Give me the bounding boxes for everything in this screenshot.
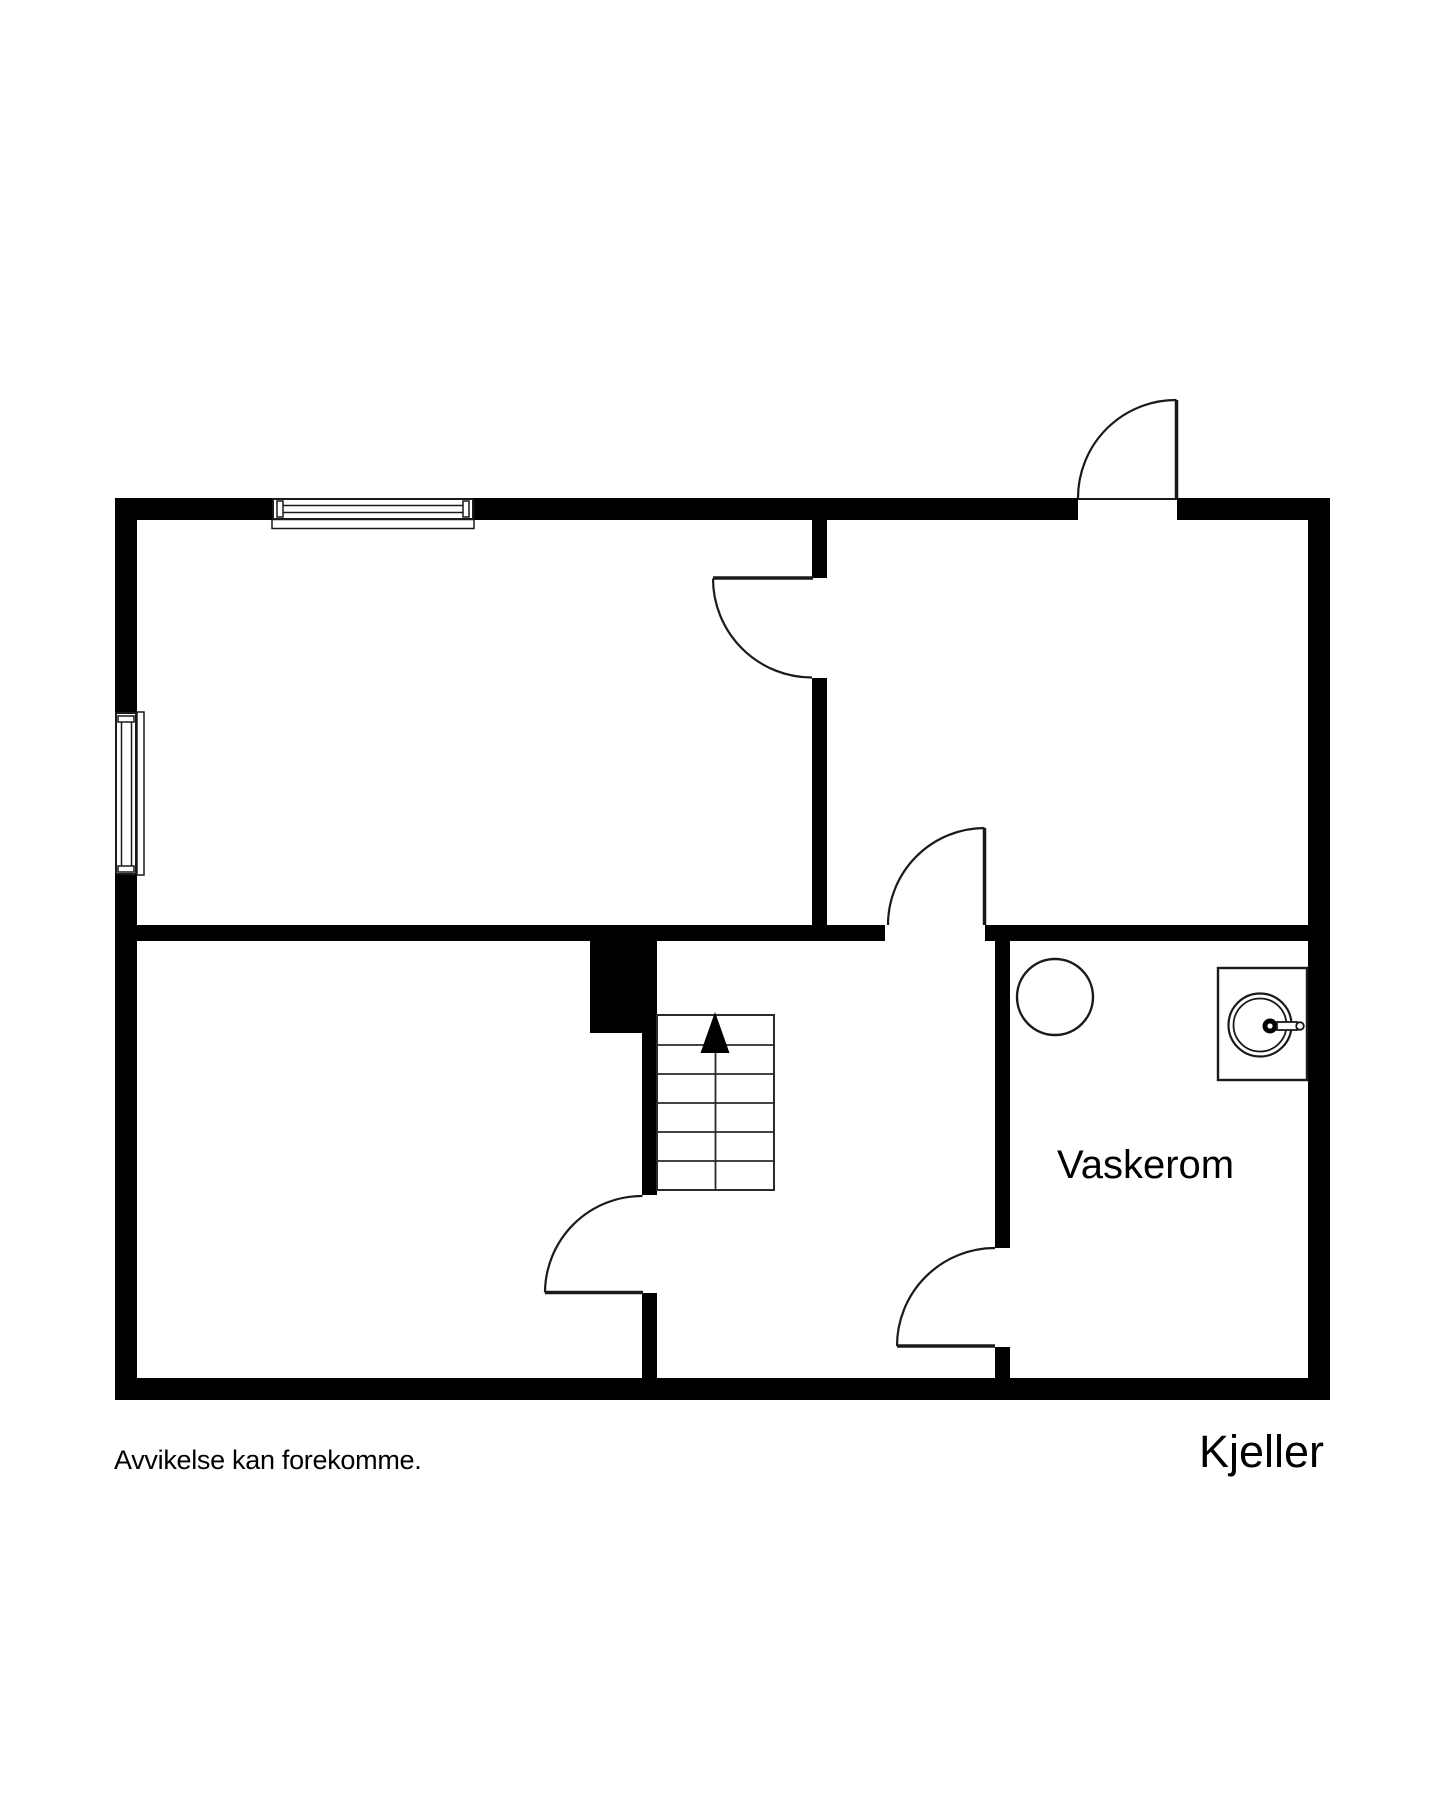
window-end-cap	[117, 715, 135, 723]
door-swing-arc	[711, 578, 813, 679]
door-swing-arc	[1076, 398, 1177, 499]
laundry-wall-upper	[995, 941, 1010, 1248]
water-heater-icon	[1015, 957, 1095, 1037]
window-end-cap	[276, 500, 284, 518]
sink-tap-spout	[1276, 1021, 1298, 1031]
stair-wall-lower	[642, 1293, 657, 1378]
door-swing-arc	[895, 1246, 996, 1347]
sink-tap-knob	[1295, 1021, 1305, 1031]
window-sill	[271, 518, 475, 530]
middle-wall-left-segment	[115, 925, 885, 941]
room-divider-wall-lower	[812, 678, 827, 925]
left-wall	[115, 498, 137, 1400]
door-swing-arc	[543, 1194, 643, 1293]
interior-walls	[115, 520, 1330, 1378]
stair-wall-upper	[642, 1033, 657, 1195]
room-label-vaskerom: Vaskerom	[1057, 1143, 1234, 1187]
top-window	[271, 496, 475, 530]
middle-wall-right-segment	[985, 925, 1330, 941]
outer-walls	[115, 498, 1330, 1400]
window-frame	[272, 498, 474, 520]
lower-left-room-door	[543, 1194, 643, 1295]
sink-drain-hole	[1267, 1023, 1273, 1029]
hall-to-upper-right-room-door	[886, 826, 987, 926]
window-end-cap	[117, 865, 135, 873]
upper-rooms-door	[711, 576, 813, 679]
left-window	[113, 711, 145, 876]
right-wall	[1308, 498, 1330, 1400]
entrance-door	[1076, 398, 1179, 500]
laundry-room-door	[895, 1246, 996, 1348]
chimney-block	[590, 941, 657, 1033]
window-end-cap	[462, 500, 470, 518]
sink-unit	[1216, 966, 1309, 1082]
top-wall-left-segment	[115, 498, 1078, 520]
laundry-wall-lower	[995, 1347, 1010, 1378]
stairs-up-arrow-icon	[700, 1012, 730, 1053]
window-sill	[136, 711, 145, 876]
floor-title: Kjeller	[1199, 1426, 1324, 1477]
window-frame	[115, 712, 137, 875]
disclaimer-text: Avvikelse kan forekomme.	[114, 1445, 421, 1475]
door-swing-arc	[886, 826, 985, 926]
laundry-fixtures	[1015, 957, 1309, 1082]
bottom-wall	[115, 1378, 1330, 1400]
staircase	[656, 1012, 775, 1191]
room-divider-wall-upper	[812, 520, 827, 578]
top-wall-right-segment	[1177, 498, 1330, 520]
